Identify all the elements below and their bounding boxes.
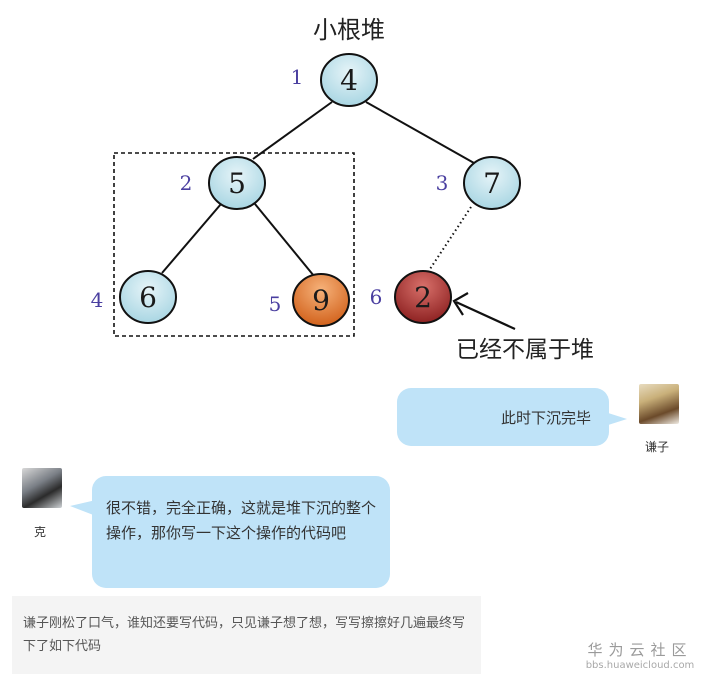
edge-3-6-dotted [427, 206, 472, 273]
watermark: 华为云社区 bbs.huaweicloud.com [584, 639, 696, 671]
message-text: 很不错，完全正确，这就是堆下沉的整个操作，那你写一下这个操作的代码吧 [106, 499, 377, 542]
node-value: 4 [340, 64, 358, 97]
message-text: 此时下沉完毕 [500, 409, 591, 427]
removed-node-annotation: 已经不属于堆 [456, 337, 594, 363]
edge-2-4 [161, 203, 222, 274]
narration-box: 谦子刚松了口气，谁知还要写代码，只见谦子想了想，写写擦擦好几遍最终写下了如下代码 [12, 596, 481, 674]
narration-text: 谦子刚松了口气，谁知还要写代码，只见谦子想了想，写写擦擦好几遍最终写下了如下代码 [23, 616, 466, 654]
node-index: 3 [436, 171, 449, 195]
chat-bubble-left: 很不错，完全正确，这就是堆下沉的整个操作，那你写一下这个操作的代码吧 [70, 476, 390, 588]
heap-node: 9 5 [269, 273, 350, 327]
node-index: 1 [291, 65, 304, 89]
heap-node: 7 3 [436, 156, 521, 210]
avatar-qianzi [639, 384, 679, 424]
arrow-head-icon [452, 292, 469, 316]
diagram-title: 小根堆 [313, 16, 385, 44]
node-value: 9 [312, 284, 330, 317]
watermark-url: bbs.huaweicloud.com [585, 660, 695, 671]
heap-node: 6 4 [91, 270, 177, 324]
subtree-highlight-box [113, 152, 355, 337]
watermark-brand: 华为云社区 [587, 641, 693, 659]
node-index: 6 [370, 285, 383, 309]
node-value: 7 [483, 167, 501, 200]
sender-name: 谦子 [645, 440, 670, 454]
chat-bubble-right: 此时下沉完毕 [397, 388, 627, 446]
edge-2-5 [254, 203, 315, 277]
node-index: 4 [91, 288, 104, 312]
node-value: 2 [414, 281, 432, 314]
arrow-line [455, 300, 516, 331]
node-index: 5 [269, 292, 282, 316]
node-value: 5 [228, 167, 246, 200]
sender-name: 克 [34, 525, 47, 539]
node-value: 6 [139, 281, 157, 314]
heap-node: 5 2 [180, 156, 266, 210]
avatar-ke [22, 468, 62, 508]
heap-tree-diagram: 4 1 5 2 7 3 6 4 9 5 2 6 [91, 53, 521, 337]
node-index: 2 [180, 171, 193, 195]
heap-node: 2 6 [370, 270, 452, 324]
heap-node: 4 1 [291, 53, 378, 107]
edge-1-3 [365, 101, 475, 164]
edge-1-2 [252, 101, 333, 160]
